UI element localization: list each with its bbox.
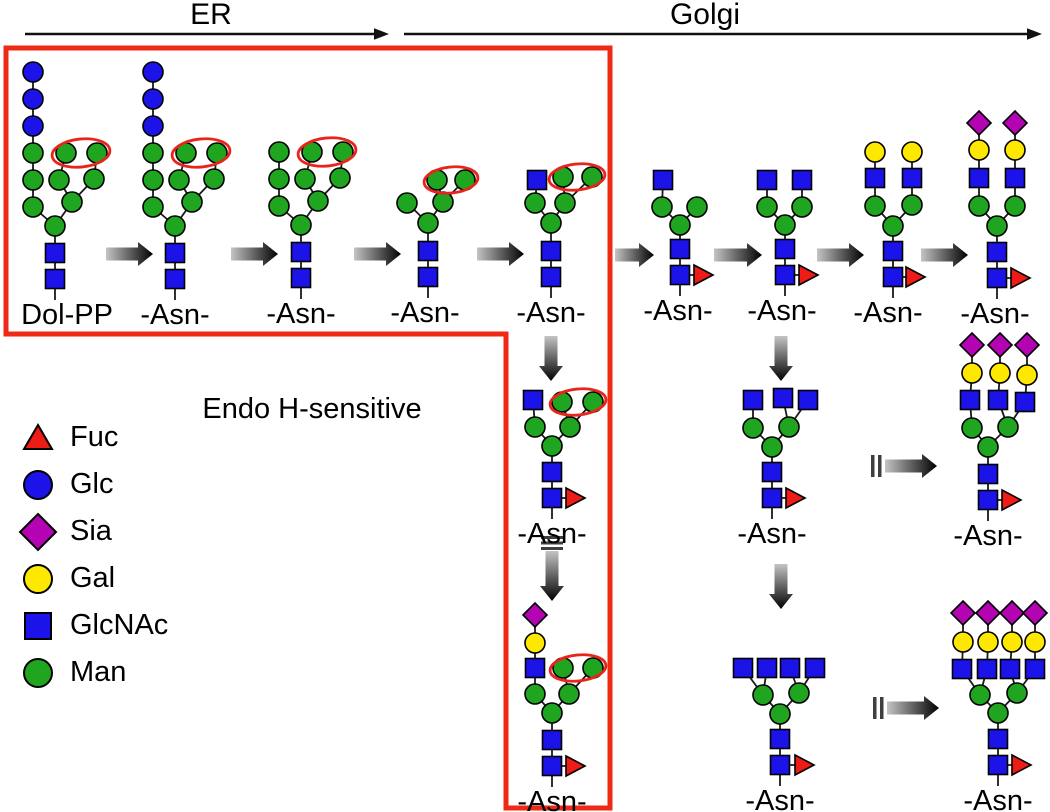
golgi-timeline-arrow	[404, 28, 1042, 40]
glycan-glc3man9-asn: -Asn-	[140, 61, 232, 331]
asn-label: -Asn-	[643, 295, 712, 327]
glycan-triantennary-glcnac3-asn: -Asn-	[737, 387, 819, 550]
process-arrow-h	[921, 243, 968, 267]
sia-icon	[16, 510, 60, 554]
process-arrow-v	[769, 564, 793, 609]
golgi-section-label: Golgi	[669, 0, 741, 31]
glycan-man9-asn: -Asn-	[266, 136, 358, 330]
process-arrow-h	[354, 242, 401, 266]
process-arrow-h	[714, 243, 762, 267]
glycan-biantennary-sialylated-asn: -Asn-	[960, 109, 1032, 330]
legend-label-glcnac: GlcNAc	[70, 609, 169, 641]
glucosidase-target-ellipse	[548, 653, 608, 683]
glcnac-icon	[16, 604, 60, 648]
asn-label: -Asn-	[516, 297, 585, 329]
process-arrow-h	[817, 243, 864, 267]
glucosidase-target-ellipse	[547, 162, 607, 192]
er-timeline-arrow	[25, 28, 389, 40]
glycan-glcnac-man3-fuc-asn: -Asn-	[643, 169, 715, 327]
asn-label: -Asn-	[853, 297, 922, 329]
asn-label: -Asn-	[266, 298, 335, 330]
glycan-hybrid-sialylated-asn: -Asn-	[517, 601, 608, 812]
glycan-dol-pp-glc3man9: Dol-PP	[21, 61, 113, 331]
glycan-biantennary-gal-asn: -Asn-	[853, 141, 927, 329]
asn-label: -Asn-	[745, 785, 814, 812]
legend-item-glc: Glc	[16, 461, 168, 508]
glycan-glcnac-man5-fuc-asn: -Asn-	[517, 387, 608, 550]
legend-label-gal: Gal	[70, 562, 116, 594]
legend-item-gal: Gal	[16, 555, 168, 602]
legend-item-fuc: Fuc	[16, 414, 168, 461]
glycan-glcnac-man5-asn: -Asn-	[516, 162, 607, 329]
asn-label: -Asn-	[963, 785, 1032, 812]
legend-label-glc: Glc	[70, 468, 114, 500]
glc-icon	[16, 463, 60, 507]
dol-pp-label: Dol-PP	[21, 299, 113, 331]
er-section-label: ER	[190, 0, 232, 31]
endo-h-sensitive-outline	[3, 45, 613, 811]
process-arrow-hbroken	[873, 696, 939, 720]
legend-label-fuc: Fuc	[70, 421, 119, 453]
legend-label-sia: Sia	[70, 515, 112, 547]
fuc-icon	[16, 416, 60, 460]
glucosidase-target-ellipse	[170, 137, 232, 169]
process-arrow-h	[231, 242, 278, 266]
process-arrow-h	[615, 243, 654, 267]
legend-item-glcnac: GlcNAc	[16, 602, 168, 649]
legend-item-sia: Sia	[16, 508, 168, 555]
asn-label: -Asn-	[517, 786, 586, 812]
process-arrow-h	[477, 242, 524, 266]
asn-label: -Asn-	[390, 297, 459, 329]
legend-label-man: Man	[70, 656, 127, 688]
asn-label: -Asn-	[140, 299, 209, 331]
asn-label: -Asn-	[953, 520, 1022, 552]
legend: Fuc Glc Sia Gal GlcNAc Man	[16, 414, 168, 696]
glycan-man5-asn: -Asn-	[390, 165, 480, 329]
glucosidase-target-ellipse	[50, 137, 112, 169]
glucosidase-target-ellipse	[296, 136, 358, 168]
gal-icon	[16, 557, 60, 601]
glycan-tetraantennary-sialylated-asn: -Asn-	[949, 599, 1049, 812]
glycan-triantennary-sialylated-asn: -Asn-	[953, 331, 1041, 552]
man-icon	[16, 651, 60, 695]
process-arrow-v	[769, 336, 793, 381]
asn-label: -Asn-	[747, 295, 816, 327]
glucosidase-target-ellipse	[548, 387, 608, 417]
glycan-tetraantennary-glcnac4-asn: -Asn-	[732, 657, 826, 812]
glycan-biantennary-glcnac2-asn: -Asn-	[747, 169, 820, 327]
process-arrow-v	[539, 336, 563, 381]
legend-item-man: Man	[16, 649, 168, 696]
glucosidase-target-ellipse	[422, 165, 480, 195]
asn-label: -Asn-	[737, 518, 806, 550]
process-arrow-hbroken	[871, 454, 937, 478]
asn-label: -Asn-	[517, 518, 586, 550]
asn-label: -Asn-	[960, 298, 1029, 330]
endo-h-sensitive-label: Endo H-sensitive	[202, 393, 422, 425]
process-arrow-h	[106, 242, 153, 266]
process-arrow-vbroken	[540, 536, 564, 601]
